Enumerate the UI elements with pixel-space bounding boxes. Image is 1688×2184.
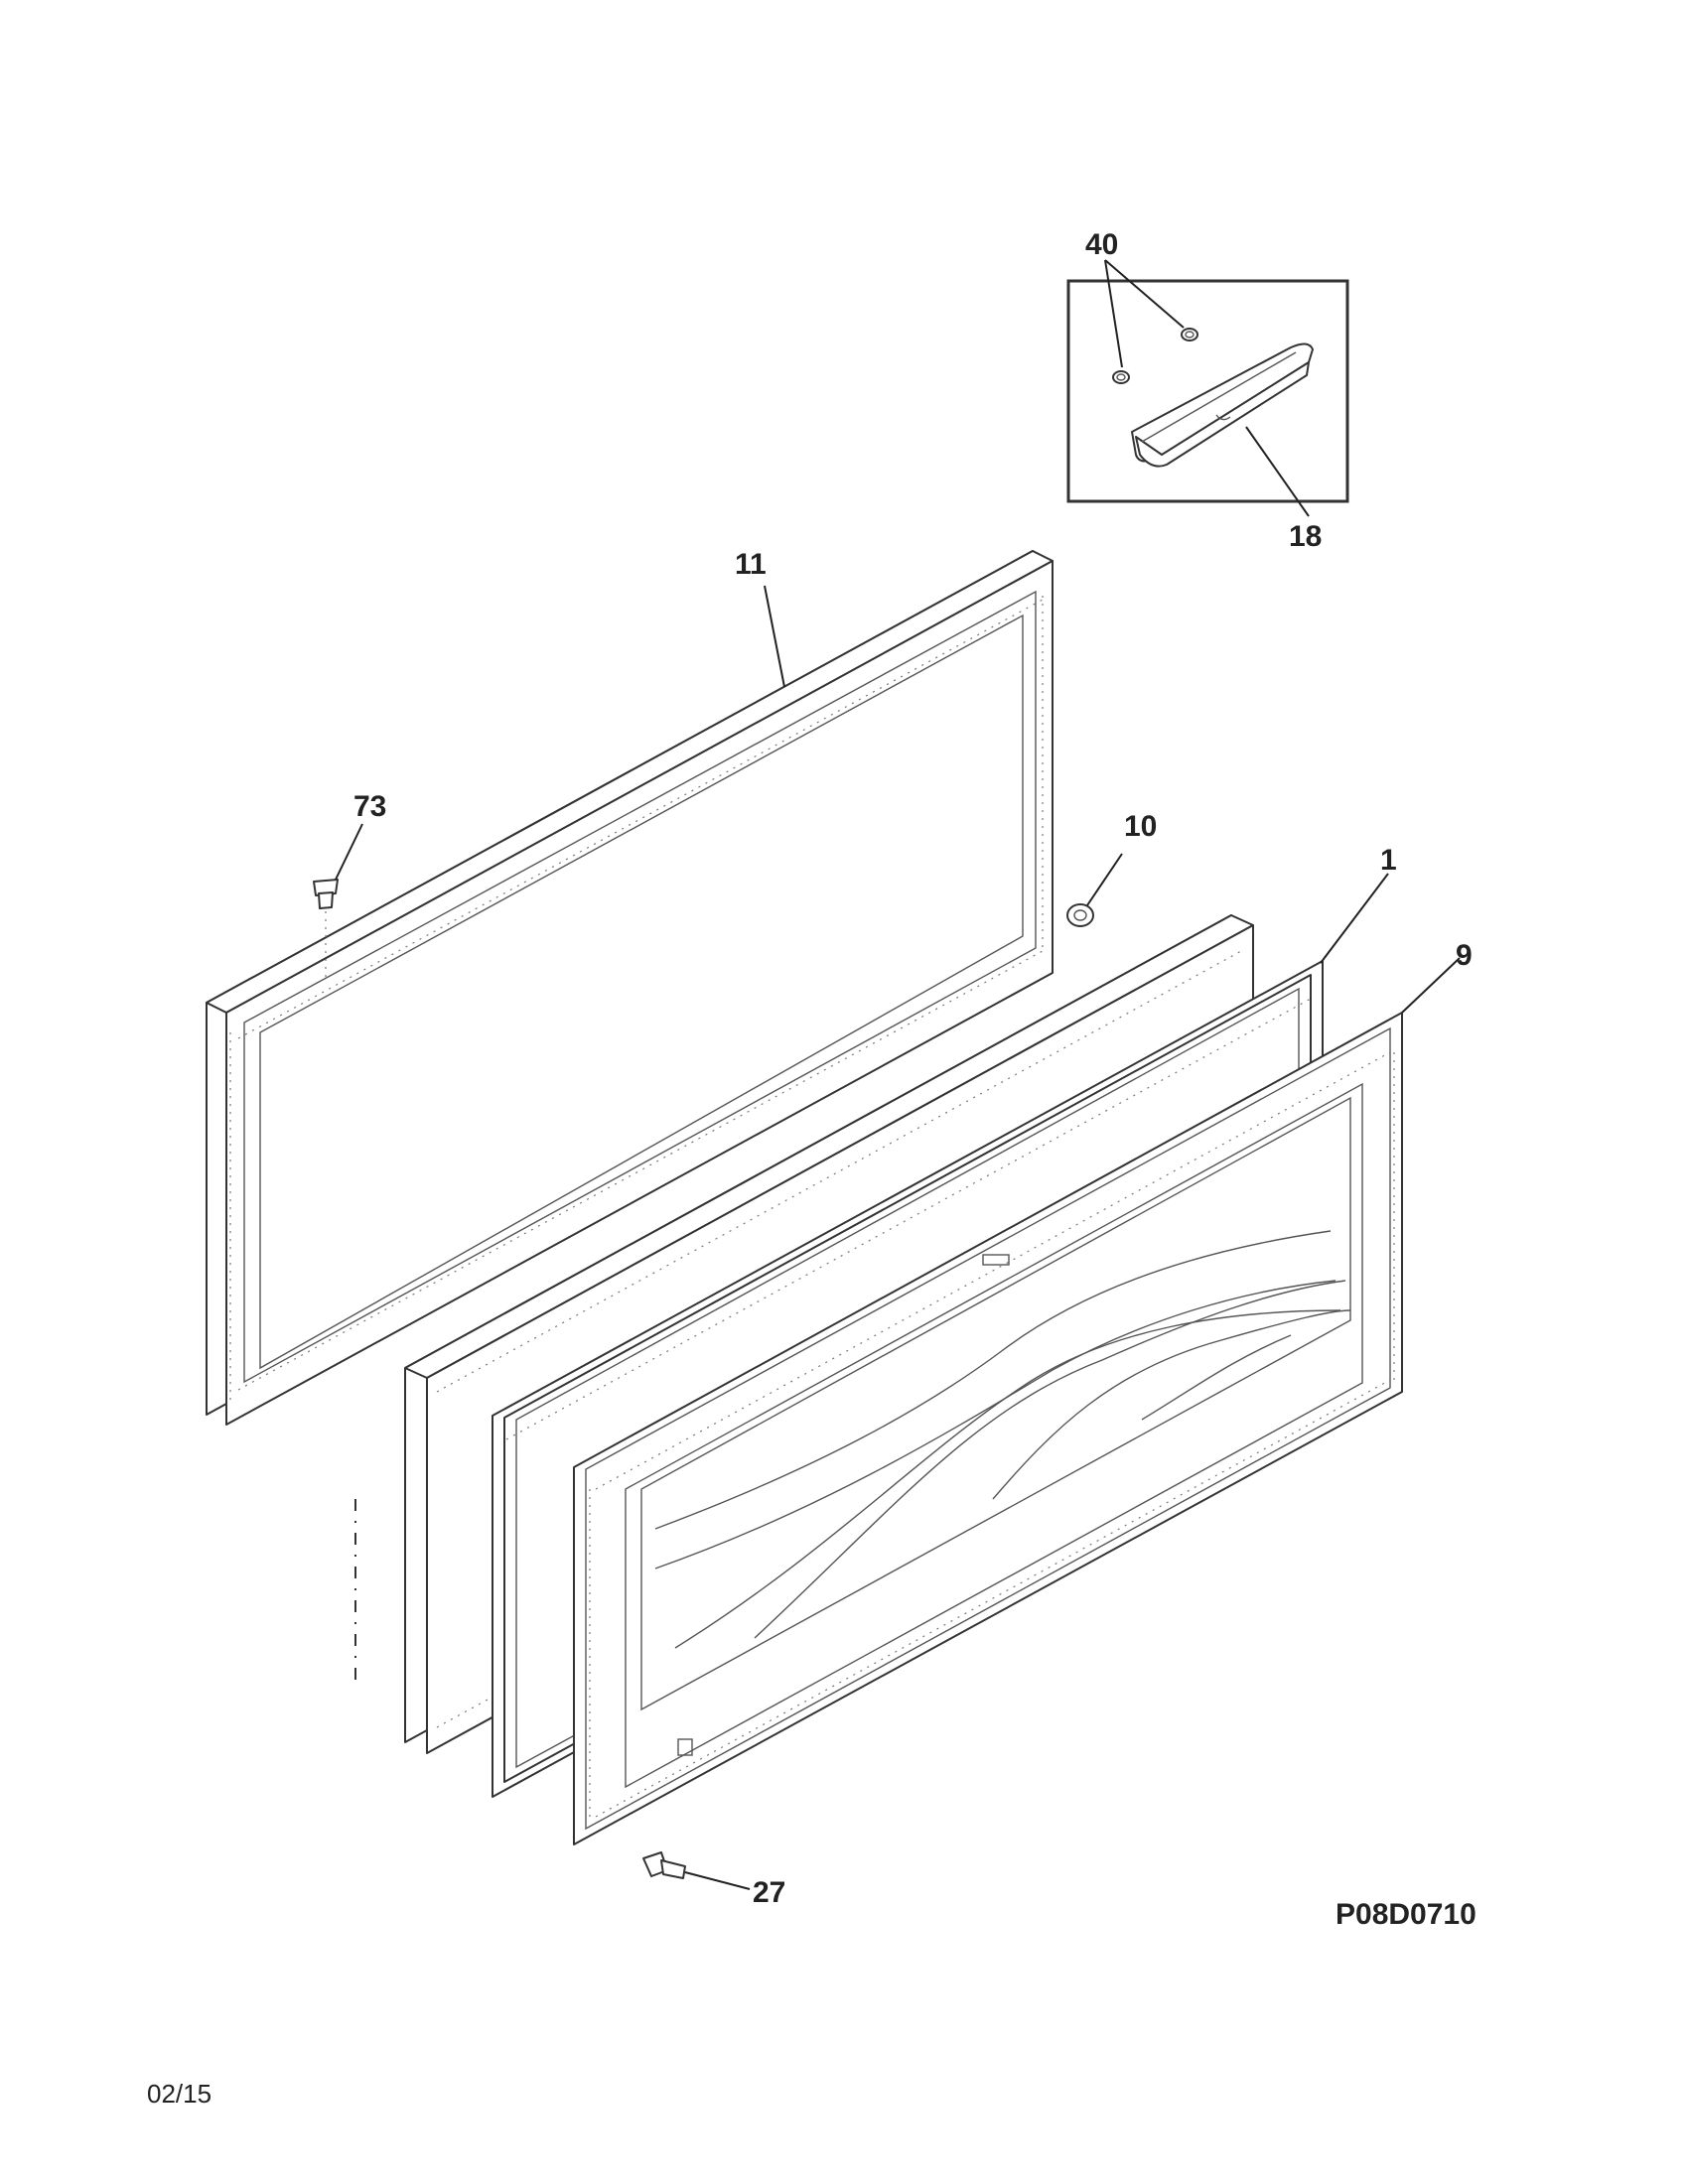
screw-40-left xyxy=(1112,370,1130,384)
callout-labels: 40 18 11 73 10 1 9 27 xyxy=(353,228,1473,1909)
leader-9 xyxy=(1401,957,1461,1014)
leader-10 xyxy=(1086,853,1123,906)
drawing-code: P08D0710 xyxy=(1336,1898,1477,1931)
fastener-27 xyxy=(642,1851,686,1879)
leader-1 xyxy=(1320,873,1389,964)
leader-18 xyxy=(1245,426,1310,517)
callout-27: 27 xyxy=(753,1876,785,1909)
callout-73: 73 xyxy=(353,790,386,823)
callout-1: 1 xyxy=(1380,844,1397,877)
callout-18: 18 xyxy=(1289,520,1322,553)
screw-40-right xyxy=(1181,328,1198,341)
leader-73 xyxy=(335,823,363,881)
screw-73 xyxy=(313,879,339,978)
leader-27 xyxy=(684,1871,751,1890)
callout-9: 9 xyxy=(1456,939,1473,972)
handle-part xyxy=(1131,342,1314,468)
handle-inset xyxy=(1066,279,1349,503)
leader-40-a xyxy=(1104,259,1123,368)
leader-lines xyxy=(335,259,1461,1890)
leader-40-b xyxy=(1104,259,1185,329)
callout-40: 40 xyxy=(1085,228,1118,261)
callout-11: 11 xyxy=(735,548,767,581)
date-code: 02/15 xyxy=(147,2079,211,2109)
plug-10 xyxy=(1066,903,1094,927)
outer-door-panel xyxy=(206,550,1054,1426)
callout-10: 10 xyxy=(1124,810,1157,843)
leader-11 xyxy=(764,585,785,688)
